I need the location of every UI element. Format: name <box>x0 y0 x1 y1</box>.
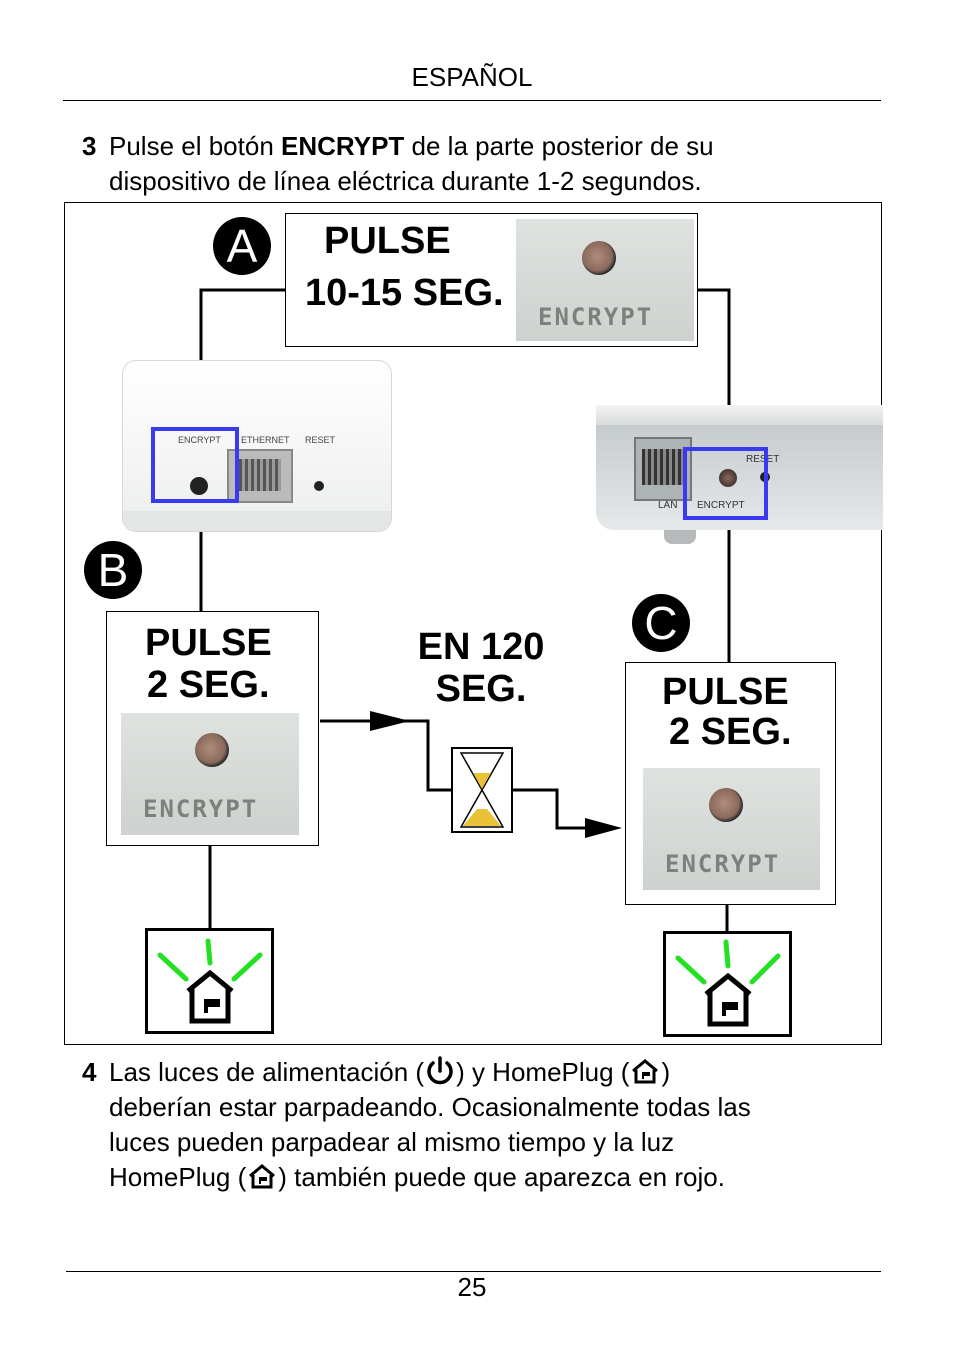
box-b-line-1: PULSE <box>145 622 272 664</box>
step-4-line-3: luces pueden parpadear al mismo tiempo y… <box>109 1127 675 1157</box>
step-a-badge: A <box>213 217 271 275</box>
power-icon <box>427 1056 453 1085</box>
homeplug-led-icon <box>675 939 781 1027</box>
step-3-line-1: Pulse el botón ENCRYPT de la parte poste… <box>109 131 714 161</box>
step-4-line-4: HomePlug () también puede que aparezca e… <box>109 1162 725 1192</box>
step-b-badge: B <box>84 541 142 599</box>
adapter-2-encrypt-button <box>719 469 737 487</box>
adapter-1-reset-hole <box>314 481 324 491</box>
adapter-1-photo: ENCRYPT ETHERNET RESET <box>122 360 392 532</box>
page-number: 25 <box>457 1272 487 1302</box>
encrypt-button-photo: ENCRYPT <box>121 713 299 835</box>
box-c-press-short: PULSE 2 SEG. ENCRYPT <box>625 662 836 905</box>
encrypt-button-icon <box>709 788 743 822</box>
step-4: 4 Las luces de alimentación () y HomePlu… <box>82 1055 882 1195</box>
footer-rule <box>66 1271 881 1272</box>
adapter-2-reset-label: RESET <box>746 454 780 465</box>
adapter-1-encrypt-label: ENCRYPT <box>178 435 221 445</box>
box-a-line-1: PULSE <box>324 220 451 262</box>
adapter-1-encrypt-button <box>190 477 208 495</box>
adapter-1-highlight <box>151 427 239 503</box>
wait-line-1: EN 120 <box>417 626 545 668</box>
adapter-1-reset-label: RESET <box>305 435 336 445</box>
box-c-line-2: 2 SEG. <box>669 711 792 753</box>
homeplug-icon <box>632 1059 659 1084</box>
adapter-2-highlight <box>683 447 768 520</box>
section-header: ESPAÑOL <box>411 62 533 92</box>
encrypt-button-icon <box>195 733 229 767</box>
step-4-line-2: deberían estar parpadeando. Ocasionalmen… <box>109 1092 751 1122</box>
encrypt-button-photo: ENCRYPT <box>516 219 694 341</box>
step-3-line-2: dispositivo de línea eléctrica durante 1… <box>109 166 702 196</box>
hourglass-icon <box>451 747 513 833</box>
setup-diagram <box>64 202 882 1045</box>
homeplug-led-icon <box>157 938 263 1024</box>
encrypt-button-photo: ENCRYPT <box>643 768 820 890</box>
box-b-press-short: PULSE 2 SEG. ENCRYPT <box>106 611 319 846</box>
box-a-press-long: PULSE 10-15 SEG. ENCRYPT <box>285 213 698 347</box>
lan-port-icon <box>634 437 692 501</box>
encrypt-button-icon <box>582 241 616 275</box>
box-c-line-1: PULSE <box>662 671 789 713</box>
step-4-line-1: Las luces de alimentación () y HomePlug … <box>109 1056 671 1087</box>
homeplug-led-blinking-2 <box>663 931 792 1037</box>
header-rule <box>63 100 881 101</box>
box-a-line-2: 10-15 SEG. <box>305 272 504 314</box>
wait-line-2: SEG. <box>435 668 527 710</box>
homeplug-icon <box>249 1164 276 1189</box>
step-number: 4 <box>82 1057 97 1087</box>
step-3: 3 Pulse el botón ENCRYPT de la parte pos… <box>82 129 882 199</box>
homeplug-led-blinking-1 <box>145 928 274 1034</box>
adapter-2-encrypt-label: ENCRYPT <box>697 500 745 511</box>
adapter-2-photo: LAN ENCRYPT RESET <box>596 405 883 545</box>
adapter-2-lan-label: LAN <box>658 500 678 511</box>
encrypt-label: ENCRYPT <box>538 303 654 331</box>
encrypt-label: ENCRYPT <box>143 795 259 823</box>
encrypt-label: ENCRYPT <box>665 850 781 878</box>
box-b-line-2: 2 SEG. <box>147 664 270 706</box>
step-c-badge: C <box>632 594 690 652</box>
adapter-1-ethernet-label: ETHERNET <box>241 435 290 445</box>
step-number: 3 <box>82 131 97 161</box>
